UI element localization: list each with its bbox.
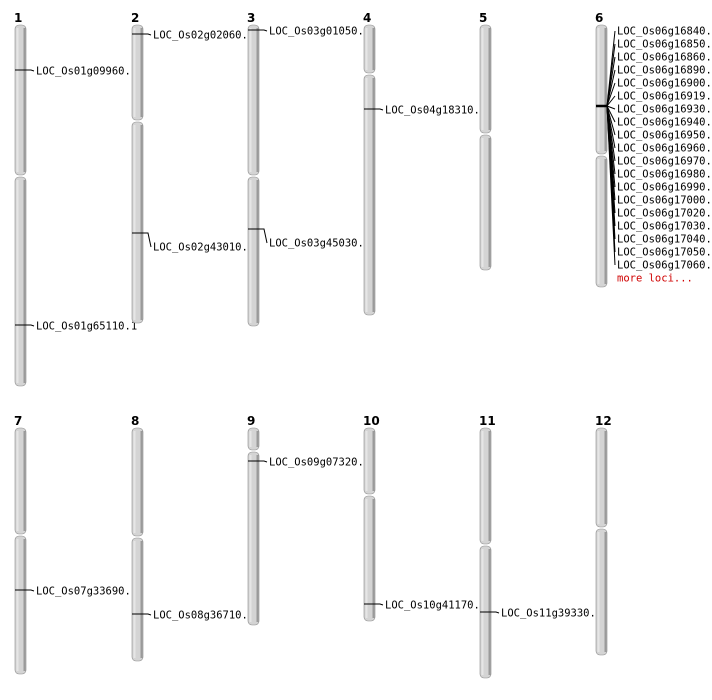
chromosome-number: 12 [595, 414, 612, 428]
chromosome-2-p-arm [131, 24, 144, 121]
chromosome-11-p-arm [479, 427, 492, 545]
locus-label: LOC_Os06g16850.1 [617, 39, 712, 51]
locus-label: LOC_Os06g17030.1 [617, 221, 712, 233]
chromosome-8-q-arm [131, 537, 144, 662]
locus-connector [606, 82, 616, 107]
locus-label: LOC_Os06g16840.1 [617, 26, 712, 38]
locus-label: LOC_Os10g41170.1 [385, 600, 486, 612]
chromosome-number: 4 [363, 11, 371, 25]
more-loci-link[interactable]: more loci... [617, 273, 693, 285]
locus-connector [364, 603, 384, 606]
chromosome-9-p-arm [247, 427, 260, 451]
locus-label: LOC_Os06g16950.1 [617, 130, 712, 142]
chromosome-12-p-arm [595, 427, 608, 528]
chromosome-number: 3 [247, 11, 255, 25]
locus-connector [132, 613, 152, 616]
chromosome-1-q-arm [14, 176, 27, 387]
chromosome-3-q-arm [247, 176, 260, 327]
locus-label: LOC_Os01g09960.1 [36, 66, 137, 78]
chromosome-3-p-arm [247, 24, 260, 176]
locus-label: LOC_Os02g02060.1 [153, 30, 254, 42]
locus-connector [15, 69, 35, 72]
locus-connector [132, 33, 152, 36]
locus-connector [606, 105, 616, 123]
chromosome-number: 11 [479, 414, 496, 428]
locus-label: LOC_Os08g36710.1 [153, 610, 254, 622]
locus-label: LOC_Os01g65110.1 [36, 321, 137, 333]
locus-label: LOC_Os06g16940.1 [617, 117, 712, 129]
chromosome-5-q-arm [479, 134, 492, 271]
chromosome-6-p-arm [595, 24, 608, 155]
locus-label: LOC_Os06g16970.1 [617, 156, 712, 168]
locus-label: LOC_Os06g16980.1 [617, 169, 712, 181]
locus-label: LOC_Os06g16890.1 [617, 65, 712, 77]
chromosome-5-p-arm [479, 24, 492, 134]
locus-connector [248, 228, 268, 244]
locus-label: LOC_Os06g16930.1 [617, 104, 712, 116]
locus-connector [248, 29, 268, 32]
locus-connector [15, 324, 35, 327]
locus-connector [606, 69, 616, 107]
locus-connector [248, 460, 268, 463]
chromosome-number: 6 [595, 11, 603, 25]
locus-label: LOC_Os11g39330.1 [501, 608, 602, 620]
chromosome-7-q-arm [14, 535, 27, 675]
chromosome-10-q-arm [363, 495, 376, 622]
locus-label: LOC_Os02g43010.1 [153, 242, 254, 254]
locus-connector [15, 589, 35, 592]
locus-label: LOC_Os06g16990.1 [617, 182, 712, 194]
chromosome-number: 2 [131, 11, 139, 25]
chromosome-9-q-arm [247, 451, 260, 626]
chromosome-number: 10 [363, 414, 380, 428]
locus-connector [606, 95, 616, 107]
locus-label: LOC_Os06g17050.1 [617, 247, 712, 259]
chromosome-number: 9 [247, 414, 255, 428]
chromosome-number: 5 [479, 11, 487, 25]
locus-label: LOC_Os06g16919.1 [617, 91, 712, 103]
locus-label: LOC_Os06g16960.1 [617, 143, 712, 155]
chromosome-8-p-arm [131, 427, 144, 537]
locus-connector [132, 232, 152, 248]
chromosome-12-q-arm [595, 528, 608, 656]
chromosome-4-p-arm [363, 24, 376, 74]
chromosome-number: 1 [14, 11, 22, 25]
locus-label: LOC_Os06g17000.1 [617, 195, 712, 207]
locus-label: LOC_Os09g07320.1 [269, 457, 370, 469]
chromosome-7-p-arm [14, 427, 27, 535]
locus-label: LOC_Os06g17060.1 [617, 260, 712, 272]
locus-label: LOC_Os03g45030.1 [269, 238, 370, 250]
chromosome-10-p-arm [363, 427, 376, 495]
locus-label: LOC_Os07g33690.1 [36, 586, 137, 598]
locus-connector [364, 108, 384, 111]
chromosome-2-q-arm [131, 121, 144, 324]
chromosome-number: 8 [131, 414, 139, 428]
locus-connector [606, 105, 616, 266]
chromosome-1-p-arm [14, 24, 27, 176]
locus-label: LOC_Os03g01050.1 [269, 26, 370, 38]
locus-label: LOC_Os06g17020.1 [617, 208, 712, 220]
locus-connector [606, 105, 616, 110]
locus-connector [480, 611, 500, 614]
locus-label: LOC_Os06g16900.1 [617, 78, 712, 90]
chromosome-6-q-arm [595, 155, 608, 288]
locus-label: LOC_Os06g17040.1 [617, 234, 712, 246]
locus-label: LOC_Os06g16860.1 [617, 52, 712, 64]
chromosome-4-q-arm [363, 74, 376, 316]
chromosome-number: 7 [14, 414, 22, 428]
locus-label: LOC_Os04g18310.1 [385, 105, 486, 117]
